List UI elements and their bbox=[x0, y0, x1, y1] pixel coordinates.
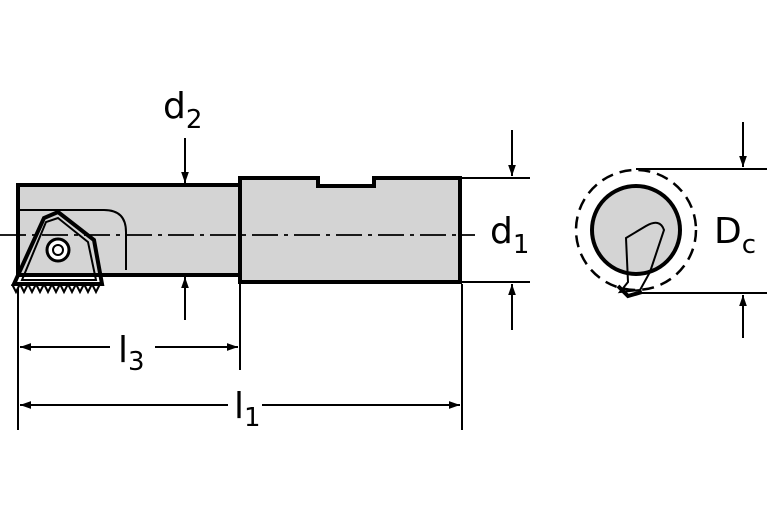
d2-label: d2 bbox=[163, 86, 202, 135]
tool-neck bbox=[16, 183, 244, 277]
insert-pocket bbox=[18, 209, 127, 270]
l3-label: l3 bbox=[118, 330, 145, 377]
cutting-diameter-circle bbox=[574, 168, 698, 292]
d1-label: d1 bbox=[490, 211, 529, 260]
insert-screw-icon bbox=[45, 237, 71, 263]
l1-label: l1 bbox=[234, 386, 261, 433]
tool-shank bbox=[238, 176, 462, 284]
dc-label: Dc bbox=[714, 211, 756, 260]
thread-teeth bbox=[11, 281, 101, 295]
end-insert-outline bbox=[617, 221, 666, 294]
end-view bbox=[574, 168, 698, 299]
shank-end-circle bbox=[590, 184, 682, 276]
